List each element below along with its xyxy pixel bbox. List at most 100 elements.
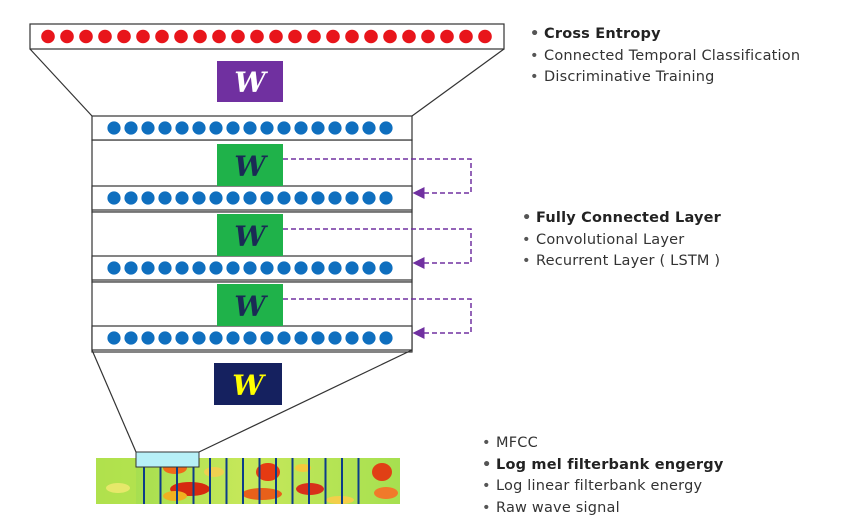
hidden-weight-box-1 xyxy=(217,144,283,186)
hidden-node xyxy=(209,331,223,345)
output-node-row xyxy=(41,29,492,44)
bullet-icon: • xyxy=(530,26,540,42)
output-node xyxy=(174,29,188,44)
recurrent-arrow-3 xyxy=(283,298,472,339)
hidden-node xyxy=(209,191,223,205)
hidden-node xyxy=(192,121,206,135)
recurrent-arrow-2 xyxy=(283,228,472,269)
bullet-icon: • xyxy=(522,231,531,248)
hidden-node xyxy=(379,191,393,205)
bullet-icon: • xyxy=(482,499,491,516)
output-node xyxy=(212,29,226,44)
output-node xyxy=(326,29,340,44)
hidden-node xyxy=(277,121,291,135)
hidden-node xyxy=(260,331,274,345)
hidden-node xyxy=(243,331,257,345)
output-node xyxy=(307,29,321,44)
spectrogram-image xyxy=(96,458,400,504)
output-node xyxy=(117,29,131,44)
layer-type-text: Recurrent Layer ( LSTM ) xyxy=(536,253,721,269)
input-feature-text: Log linear filterbank energy xyxy=(496,478,703,494)
hidden-node xyxy=(345,261,359,275)
output-node xyxy=(41,29,55,44)
training-criteria-text: Discriminative Training xyxy=(544,69,715,85)
hidden-node xyxy=(243,121,257,135)
hidden-node xyxy=(328,331,342,345)
hidden-node xyxy=(158,331,172,345)
hidden-node xyxy=(175,261,189,275)
hidden-node xyxy=(141,261,155,275)
output-node xyxy=(421,29,435,44)
input-funnel-left-edge xyxy=(91,349,137,453)
input-weight-box xyxy=(214,363,282,405)
hidden-node xyxy=(277,261,291,275)
output-weight-box xyxy=(217,61,283,102)
bullet-icon: • xyxy=(522,253,531,269)
hidden-node xyxy=(226,121,240,135)
layer-type-text: Fully Connected Layer xyxy=(536,210,722,226)
bullet-icon: • xyxy=(482,478,491,494)
hidden-weight-label-2: W xyxy=(234,220,268,253)
output-node xyxy=(440,29,454,44)
hidden-weight-box-3 xyxy=(217,284,283,326)
hidden-node xyxy=(158,261,172,275)
hidden-node xyxy=(158,191,172,205)
hidden-node xyxy=(260,191,274,205)
hidden-node xyxy=(226,261,240,275)
output-node xyxy=(345,29,359,44)
input-weight-label: W xyxy=(232,369,266,402)
hidden-node xyxy=(209,121,223,135)
training-criteria-list: •Cross Entropy•Connected Temporal Classi… xyxy=(530,24,800,89)
hidden-node xyxy=(311,121,325,135)
layer-type-text: Convolutional Layer xyxy=(536,231,685,248)
output-node xyxy=(98,29,112,44)
hidden-weight-label-3: W xyxy=(234,290,268,323)
bullet-icon: • xyxy=(482,456,492,473)
hidden-node xyxy=(294,121,308,135)
output-node xyxy=(402,29,416,44)
input-feature-item: •Log mel filterbank engergy xyxy=(482,455,724,477)
training-criteria-item: •Cross Entropy xyxy=(530,24,800,46)
hidden-node xyxy=(311,261,325,275)
hidden-node xyxy=(175,331,189,345)
hidden-node xyxy=(277,191,291,205)
input-feature-text: Raw wave signal xyxy=(496,499,620,516)
hidden-node xyxy=(277,331,291,345)
hidden-node xyxy=(243,191,257,205)
layer-type-item: • Convolutional Layer xyxy=(522,230,721,252)
funnel-right-edge xyxy=(411,48,505,117)
output-node xyxy=(193,29,207,44)
output-node xyxy=(231,29,245,44)
hidden-weight-box-2 xyxy=(217,214,283,256)
hidden-node xyxy=(260,121,274,135)
hidden-node xyxy=(379,121,393,135)
layer-types-list: • Fully Connected Layer • Convolutional Lay… xyxy=(522,208,721,273)
hidden-node xyxy=(294,331,308,345)
hidden-node xyxy=(328,121,342,135)
hidden-node xyxy=(141,331,155,345)
input-features-list: •MFCC•Log mel filterbank engergy•Log lin… xyxy=(482,433,724,519)
hidden-node xyxy=(124,261,138,275)
bullet-icon: • xyxy=(530,69,539,85)
hidden-node xyxy=(379,331,393,345)
input-feature-item: • Raw wave signal xyxy=(482,498,724,520)
hidden-node xyxy=(107,261,121,275)
hidden-node xyxy=(107,331,121,345)
output-weight-label: W xyxy=(234,66,268,99)
input-feature-item: • Log linear filterbank energy xyxy=(482,476,724,498)
hidden-node xyxy=(260,261,274,275)
bullet-icon: • xyxy=(530,47,539,64)
input-feature-text: Log mel filterbank engergy xyxy=(496,456,724,473)
hidden-node xyxy=(107,121,121,135)
output-node xyxy=(269,29,283,44)
hidden-node xyxy=(328,261,342,275)
hidden-node xyxy=(141,191,155,205)
hidden-node xyxy=(294,261,308,275)
hidden-node xyxy=(209,261,223,275)
hidden-node xyxy=(226,191,240,205)
output-node xyxy=(288,29,302,44)
training-criteria-text: Cross Entropy xyxy=(544,26,661,42)
training-criteria-item: •Connected Temporal Classification xyxy=(530,46,800,68)
hidden-node xyxy=(175,191,189,205)
